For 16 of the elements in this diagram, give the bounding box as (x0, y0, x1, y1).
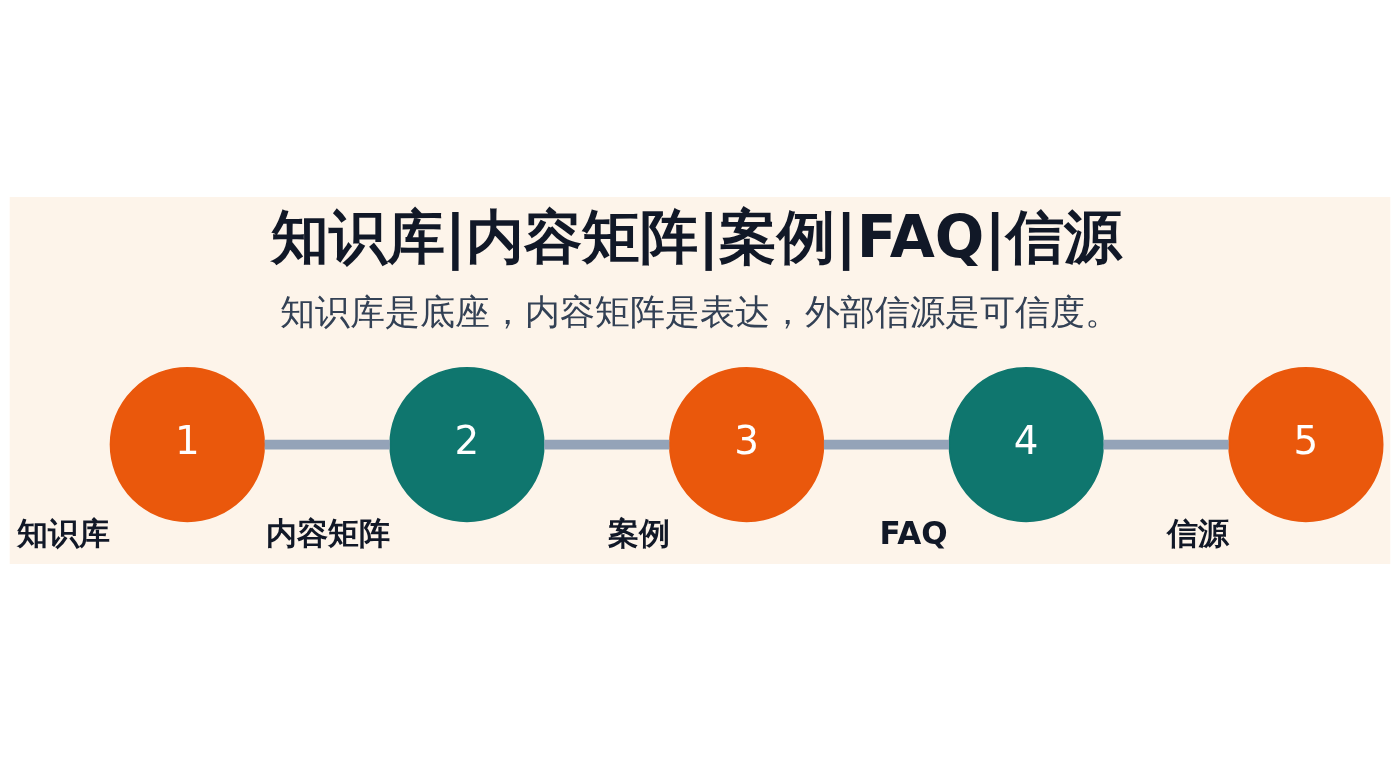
node-circle: 5 (1228, 366, 1384, 522)
node-circle: 1 (109, 366, 266, 522)
node-label: 知识库 (17, 514, 111, 551)
node-label: 内容矩阵 (266, 514, 391, 551)
node-label: 案例 (607, 514, 670, 551)
node-label: FAQ (879, 514, 948, 551)
caption: 知识库是底座，内容矩阵是表达，外部信源是可信度。 (279, 291, 1120, 332)
connector (544, 439, 670, 449)
node-circle: 2 (389, 366, 545, 522)
node-label: 信源 (1167, 514, 1229, 551)
node-circle: 4 (948, 366, 1104, 522)
connector (264, 439, 390, 449)
diagram-title: 知识库|内容矩阵|案例|FAQ|信源 (270, 202, 1122, 271)
node-circle: 3 (668, 366, 825, 522)
connector (1103, 439, 1229, 449)
connector (823, 439, 949, 449)
